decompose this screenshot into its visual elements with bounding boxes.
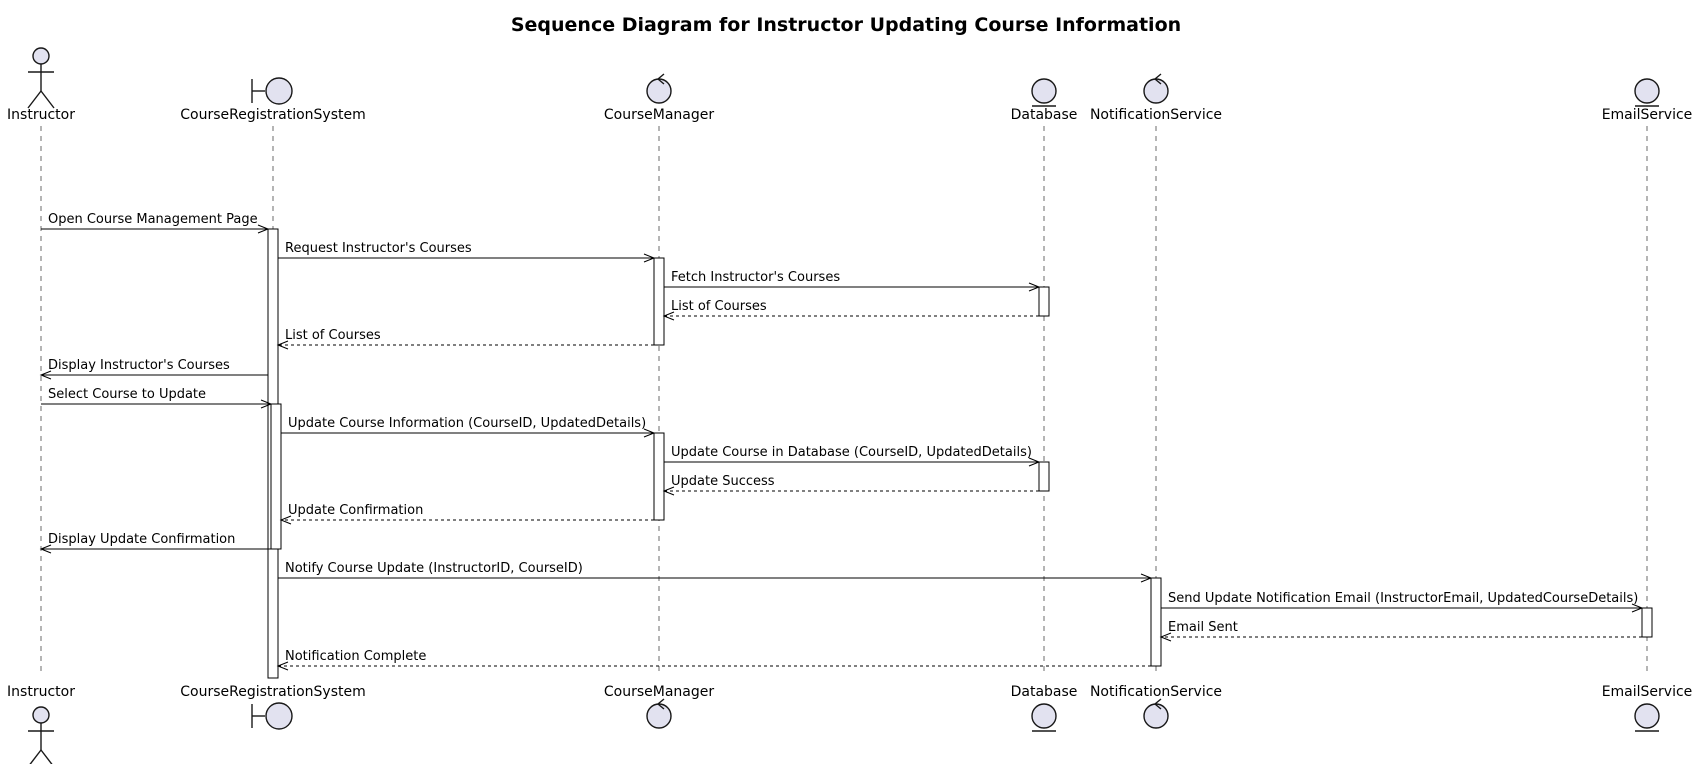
message-label: Display Update Confirmation: [48, 532, 235, 547]
message-label: Notify Course Update (InstructorID, Cour…: [285, 561, 583, 576]
message-5: Display Instructor's Courses: [39, 358, 268, 380]
participant-name-bottom-db: Database: [1011, 684, 1078, 700]
diagram-title: Sequence Diagram for Instructor Updating…: [511, 14, 1181, 36]
participant-name-bottom-cm: CourseManager: [604, 684, 714, 700]
arrowhead-icon: [1159, 632, 1172, 642]
activation-bars: [267, 228, 1653, 679]
arrowhead-icon: [260, 399, 273, 409]
cm-control-bottom-icon: [646, 698, 672, 729]
activation-bar-crs: [270, 403, 282, 550]
message-8: Update Course in Database (CourseID, Upd…: [664, 445, 1041, 467]
message-label: List of Courses: [671, 299, 767, 314]
activation-bar-db: [1038, 286, 1050, 317]
instructor-actor-top-icon: [27, 47, 55, 109]
cm-control-top-icon: [646, 73, 672, 104]
message-4: List of Courses: [276, 328, 654, 350]
message-label: Notification Complete: [285, 649, 426, 664]
participant-name-top-es: EmailService: [1602, 107, 1692, 123]
activation-bar-cm: [653, 432, 665, 521]
message-label: List of Courses: [285, 328, 381, 343]
arrowhead-icon: [276, 340, 289, 350]
arrowhead-icon: [643, 428, 656, 438]
arrowhead-icon: [1028, 457, 1041, 467]
arrowhead-icon: [257, 224, 270, 234]
message-label: Send Update Notification Email (Instruct…: [1168, 591, 1638, 606]
participant-name-top-instructor: Instructor: [7, 107, 75, 123]
arrowhead-icon: [1140, 573, 1153, 583]
message-label: Update Course Information (CourseID, Upd…: [288, 416, 646, 431]
message-14: Email Sent: [1159, 620, 1642, 642]
participant-name-bottom-crs: CourseRegistrationSystem: [180, 684, 366, 700]
message-9: Update Success: [662, 474, 1039, 496]
participant-name-top-cm: CourseManager: [604, 107, 714, 123]
message-11: Display Update Confirmation: [39, 532, 271, 554]
message-label: Email Sent: [1168, 620, 1238, 635]
participant-name-top-db: Database: [1011, 107, 1078, 123]
activation-bar-es: [1641, 607, 1653, 638]
message-15: Notification Complete: [276, 649, 1151, 671]
message-0: Open Course Management Page: [41, 212, 270, 234]
message-10: Update Confirmation: [279, 503, 654, 525]
arrowhead-icon: [1631, 603, 1644, 613]
activation-bar-cm: [653, 257, 665, 346]
message-1: Request Instructor's Courses: [278, 241, 656, 263]
arrowhead-icon: [39, 544, 52, 554]
participant-name-bottom-ns: NotificationService: [1090, 684, 1222, 700]
participant-name-top-crs: CourseRegistrationSystem: [180, 107, 366, 123]
message-label: Update Course in Database (CourseID, Upd…: [671, 445, 1032, 460]
arrowhead-icon: [643, 253, 656, 263]
message-2: Fetch Instructor's Courses: [664, 270, 1041, 292]
participant-name-bottom-instructor: Instructor: [7, 684, 75, 700]
db-entity-top-icon: [1031, 78, 1057, 107]
message-3: List of Courses: [662, 299, 1039, 321]
arrowhead-icon: [662, 486, 675, 496]
arrowhead-icon: [39, 370, 52, 380]
arrowhead-icon: [1028, 282, 1041, 292]
message-label: Select Course to Update: [48, 387, 206, 402]
db-entity-bottom-icon: [1031, 703, 1057, 732]
activation-bar-ns: [1150, 577, 1162, 667]
message-13: Send Update Notification Email (Instruct…: [1161, 591, 1644, 613]
crs-boundary-bottom-icon: [251, 702, 293, 730]
message-label: Open Course Management Page: [48, 212, 258, 227]
participants-top: Instructor CourseRegistrationSystem Course…: [7, 47, 1692, 123]
activation-bar-db: [1038, 461, 1050, 492]
arrowhead-icon: [662, 311, 675, 321]
arrowhead-icon: [276, 661, 289, 671]
message-7: Update Course Information (CourseID, Upd…: [281, 416, 656, 438]
message-6: Select Course to Update: [41, 387, 273, 409]
message-label: Display Instructor's Courses: [48, 358, 230, 373]
message-12: Notify Course Update (InstructorID, Cour…: [278, 561, 1153, 583]
es-entity-top-icon: [1634, 78, 1660, 107]
participant-name-top-ns: NotificationService: [1090, 107, 1222, 123]
arrowhead-icon: [279, 515, 292, 525]
message-label: Update Confirmation: [288, 503, 423, 518]
participants-bottom: Instructor CourseRegistrationSystem Course…: [7, 684, 1692, 764]
ns-control-bottom-icon: [1143, 698, 1169, 729]
instructor-actor-bottom-icon: [28, 706, 54, 764]
crs-boundary-top-icon: [251, 77, 293, 105]
es-entity-bottom-icon: [1634, 703, 1660, 732]
message-label: Request Instructor's Courses: [285, 241, 472, 256]
ns-control-top-icon: [1143, 73, 1169, 104]
message-label: Fetch Instructor's Courses: [671, 270, 840, 285]
participant-name-bottom-es: EmailService: [1602, 684, 1692, 700]
message-label: Update Success: [671, 474, 775, 489]
